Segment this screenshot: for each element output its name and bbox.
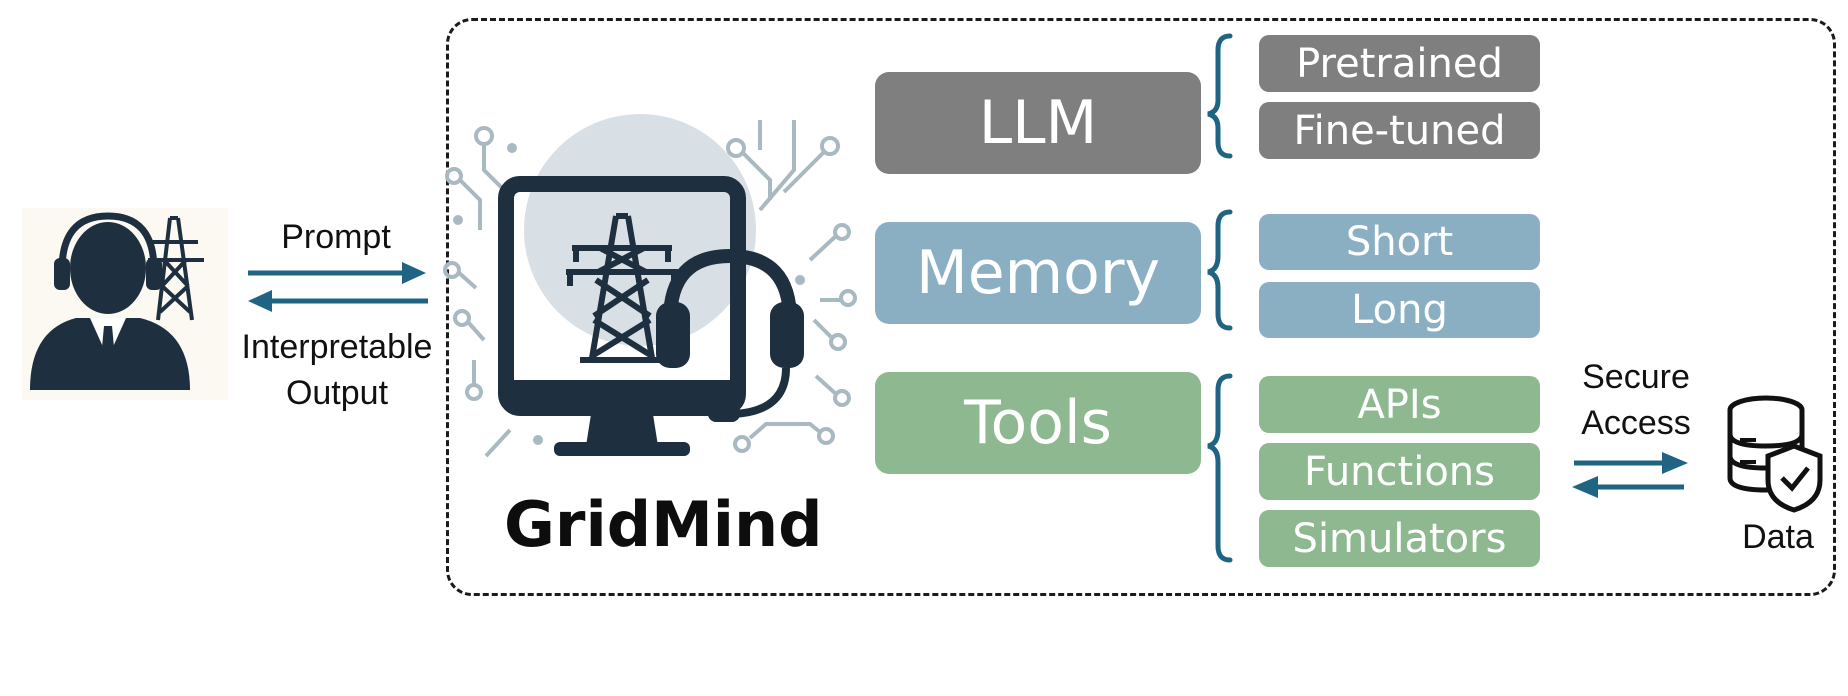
sub-pretrained: Pretrained bbox=[1259, 35, 1540, 92]
prompt-label: Prompt bbox=[281, 218, 391, 256]
sub-fine-tuned: Fine-tuned bbox=[1259, 102, 1540, 159]
output-label-line2: Output bbox=[285, 374, 389, 412]
database-shield-icon bbox=[1727, 395, 1823, 513]
transmission-tower-icon bbox=[566, 213, 678, 363]
operator-headset-icon bbox=[30, 212, 204, 390]
sub-long: Long bbox=[1259, 282, 1540, 338]
secure-access-label: Secure Access bbox=[1556, 354, 1716, 446]
gridmind-illustration bbox=[443, 114, 857, 458]
secure-label-line2: Access bbox=[1581, 404, 1691, 442]
system-title: GridMind bbox=[504, 488, 823, 561]
output-label: Interpretable Output bbox=[224, 324, 450, 416]
sub-functions: Functions bbox=[1259, 443, 1540, 500]
module-llm: LLM bbox=[875, 72, 1201, 174]
sub-simulators: Simulators bbox=[1259, 510, 1540, 567]
sub-apis: APIs bbox=[1259, 376, 1540, 433]
data-label: Data bbox=[1742, 518, 1814, 556]
secure-label-line1: Secure bbox=[1582, 358, 1690, 396]
operator-avatar bbox=[22, 208, 228, 400]
gridmind-system-frame bbox=[446, 18, 1836, 596]
output-label-line1: Interpretable bbox=[241, 328, 433, 366]
headset-icon bbox=[656, 248, 804, 422]
module-memory: Memory bbox=[875, 222, 1201, 324]
module-tools: Tools bbox=[875, 372, 1201, 474]
sub-short: Short bbox=[1259, 214, 1540, 270]
